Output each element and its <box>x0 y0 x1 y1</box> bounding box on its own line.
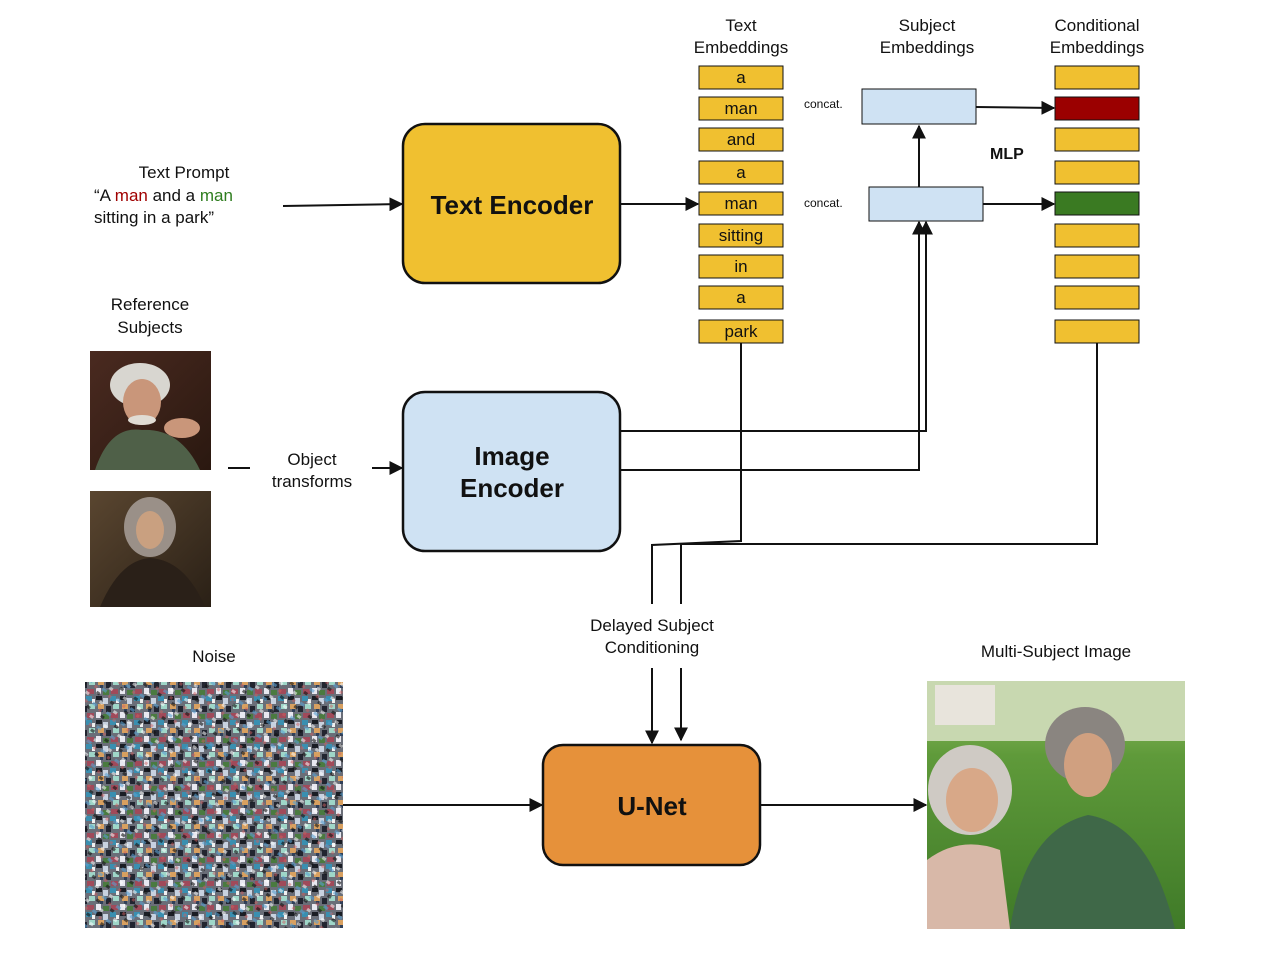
text-embeddings-title-line1: Text <box>725 16 756 35</box>
conditional-embedding-cell <box>1054 223 1140 248</box>
text-embedding-token: sitting <box>719 226 763 245</box>
conditional-embeddings-title-line2: Embeddings <box>1050 38 1145 57</box>
text-embedding-cell <box>698 223 784 248</box>
subject-embeddings-title-line2: Embeddings <box>880 38 975 57</box>
image-encoder-label-line2: Encoder <box>460 473 564 503</box>
text-embedding-token: in <box>734 257 747 276</box>
output-label: Multi-Subject Image <box>981 642 1131 661</box>
conditional-embedding-cell <box>1054 96 1140 121</box>
delayed-label-line2: Conditioning <box>605 638 700 657</box>
text-embedding-cell <box>698 254 784 279</box>
mlp-label: MLP <box>990 146 1024 163</box>
conditional-embedding-cell <box>1054 254 1140 279</box>
output-image <box>927 681 1185 929</box>
subject-embedding-1 <box>861 88 977 125</box>
text-embedding-token: man <box>724 99 757 118</box>
reference-image-1 <box>90 351 211 470</box>
noise-label: Noise <box>192 647 235 666</box>
conditional-embeddings-title-line1: Conditional <box>1054 16 1139 35</box>
object-transforms-line1: Object <box>287 450 336 469</box>
delayed-label-line1: Delayed Subject <box>590 616 714 635</box>
text-embedding-token: and <box>727 130 755 149</box>
image-encoder-label-line1: Image <box>474 441 549 471</box>
cond-embeddings-to-unet-line <box>680 343 1098 604</box>
text-embedding-cell <box>698 96 784 121</box>
object-transforms-line2: transforms <box>272 472 352 491</box>
subject-embeddings-title-line1: Subject <box>899 16 956 35</box>
prompt-to-encoder-arrow <box>282 197 404 212</box>
text-embedding-cell <box>698 65 784 90</box>
image-encoder-to-subject-arrow-1 <box>620 220 933 432</box>
image-encoder-box <box>401 390 622 553</box>
text-embeddings-to-unet-line <box>651 343 742 604</box>
text-prompt-title: Text Prompt <box>139 163 230 182</box>
conditional-embedding-cell <box>1054 191 1140 216</box>
text-embedding-cell <box>698 191 784 216</box>
conditional-embedding-cell <box>1054 65 1140 90</box>
text-embedding-token: man <box>724 194 757 213</box>
subject-embedding-2 <box>868 186 984 222</box>
text-embeddings-title-line2: Embeddings <box>694 38 789 57</box>
text-encoder-label: Text Encoder <box>431 190 594 220</box>
reference-image-2 <box>90 491 211 607</box>
conditional-embedding-cell <box>1054 127 1140 152</box>
text-prompt-line2: sitting in a park” <box>94 208 214 227</box>
text-embedding-cell <box>698 127 784 152</box>
text-embedding-cell <box>698 285 784 310</box>
text-embedding-cell <box>698 160 784 185</box>
subject1-to-cond-arrow <box>975 100 1056 115</box>
text-embeddings-column: a man and a man sitting in a park <box>698 65 784 344</box>
text-embedding-token: a <box>736 288 746 307</box>
conditional-embedding-cell <box>1054 285 1140 310</box>
conditional-embedding-cell <box>1054 160 1140 185</box>
text-embedding-token: a <box>736 68 746 87</box>
noise-image <box>85 682 343 928</box>
concat-label-1: concat. <box>804 97 843 111</box>
conditional-embedding-cell <box>1054 319 1140 344</box>
reference-label-line2: Subjects <box>117 318 182 337</box>
concat-label-2: concat. <box>804 196 843 210</box>
unet-label: U-Net <box>617 791 687 821</box>
text-embedding-token: a <box>736 163 746 182</box>
reference-label-line1: Reference <box>111 295 189 314</box>
image-encoder-to-subject-arrow-2 <box>620 220 926 471</box>
text-embedding-token: park <box>724 322 758 341</box>
conditional-embeddings-column <box>1054 65 1140 344</box>
text-prompt-line1: “A man and a man <box>94 186 233 205</box>
